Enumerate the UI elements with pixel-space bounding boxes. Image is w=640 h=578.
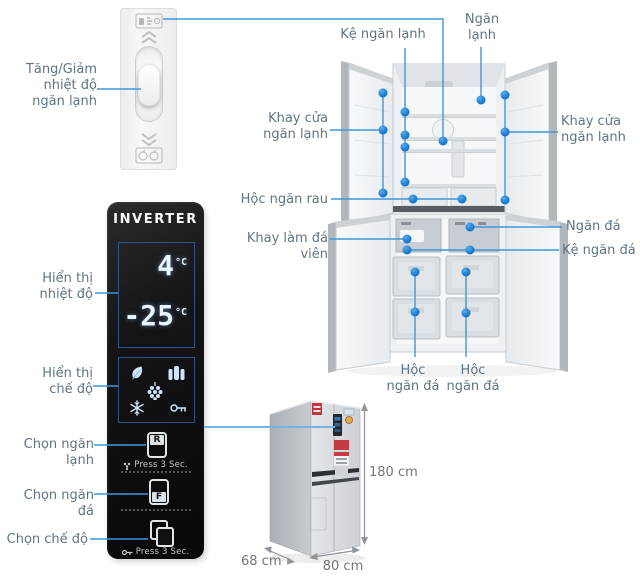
dimension-arrows [267, 409, 366, 561]
line-door-tray-right [504, 95, 558, 200]
freezer-temp-value: -25 [123, 299, 174, 332]
dotted-divider [121, 509, 191, 511]
label-freezer-drawer-right: Hộc ngăn đá [446, 363, 500, 394]
inverter-logo: INVERTER [113, 212, 198, 227]
freezer-drawers [392, 255, 500, 340]
door-handle-lower [312, 477, 359, 486]
brand-badge [312, 403, 322, 415]
label-temp-display: Hiển thị nhiệt độ [39, 271, 93, 302]
award-sticker [345, 416, 353, 424]
dimension-height: 180 cm [369, 465, 418, 480]
label-freezer-compartment: Ngăn đá [566, 219, 621, 234]
copy-squares-icon [150, 520, 174, 547]
door-handle-upper [312, 468, 359, 477]
open-fridge-cold-section [341, 61, 557, 226]
fruit-veg-icon [135, 147, 162, 164]
dotted-divider [121, 471, 191, 473]
bottles-icon [168, 366, 185, 380]
fridge-temp-unit: °C [174, 257, 187, 268]
chevron-up-icon [140, 31, 157, 44]
crisper-drawer-right [450, 187, 497, 207]
leaf-icon [132, 366, 143, 380]
freezer-icebox-left [395, 218, 442, 253]
label-select-freezer: Chọn ngăn đá [23, 488, 94, 519]
inverter-control-panel: INVERTER 4°C -25°C [107, 202, 204, 559]
dimension-depth: 68 cm [241, 554, 282, 569]
grapes-icon [147, 382, 163, 400]
temp-slider-knob [138, 64, 160, 106]
label-shelf-fridge: Kệ ngăn lạnh [340, 27, 426, 42]
dimension-arrowheads [264, 403, 368, 565]
button-f-label: F [152, 492, 166, 502]
fridge-temp-readout: 4°C [157, 249, 187, 282]
snowflake-icon [130, 400, 144, 416]
ice-cube-tray [400, 230, 424, 242]
freezer-temp-unit: °C [174, 307, 187, 318]
chevron-down-icon [140, 133, 157, 146]
freezer-icebox-right [448, 218, 500, 253]
key-mini-icon [121, 549, 133, 555]
dimension-width: 80 cm [322, 559, 364, 574]
callout-dots [378, 88, 510, 318]
mode-display [118, 357, 195, 423]
label-ice-tray: Khay làm đá viên [246, 231, 328, 262]
temp-slider-control [120, 8, 177, 170]
door-display-panel [333, 414, 342, 436]
fridge-temp-value: 4 [157, 249, 174, 282]
closed-fridge [269, 400, 361, 557]
label-mode-display: Hiển thị chế độ [42, 366, 93, 397]
open-fridge-freezer-section [328, 213, 568, 373]
fridge-select-button: R [147, 432, 167, 458]
label-select-fridge: Chọn ngăn lạnh [23, 437, 94, 468]
key-lock-icon [170, 404, 186, 412]
cool-bottle-icon [135, 13, 162, 29]
press-3sec-hint-r: Press 3 Sec. [107, 460, 204, 470]
label-veg-drawer: Hộc ngăn rau [240, 192, 328, 207]
line-door-tray-left [330, 93, 384, 193]
button-r-label: R [150, 435, 164, 445]
grapes-mini-icon [124, 462, 131, 470]
label-fridge-compartment: Ngăn lạnh [464, 12, 500, 43]
label-door-tray-left: Khay cửa ngăn lạnh [263, 111, 328, 142]
energy-stickers [333, 440, 350, 476]
temperature-display: 4°C -25°C [118, 242, 195, 348]
label-select-mode: Chọn chế độ [6, 532, 88, 547]
label-freezer-drawer-left: Hộc ngăn đá [386, 363, 440, 394]
freezer-temp-readout: -25°C [123, 299, 187, 332]
freezer-select-button: F [149, 479, 169, 505]
label-shelf-freezer: Kệ ngăn đá [562, 243, 636, 258]
label-door-tray-right: Khay cửa ngăn lạnh [561, 114, 626, 145]
press-3sec-hint-mode: Press 3 Sec. [107, 547, 204, 557]
crisper-drawer-left [401, 187, 448, 207]
label-temp-control: Tăng/Giảm nhiệt độ ngăn lạnh [25, 62, 97, 109]
temp-slider-track [135, 46, 163, 122]
